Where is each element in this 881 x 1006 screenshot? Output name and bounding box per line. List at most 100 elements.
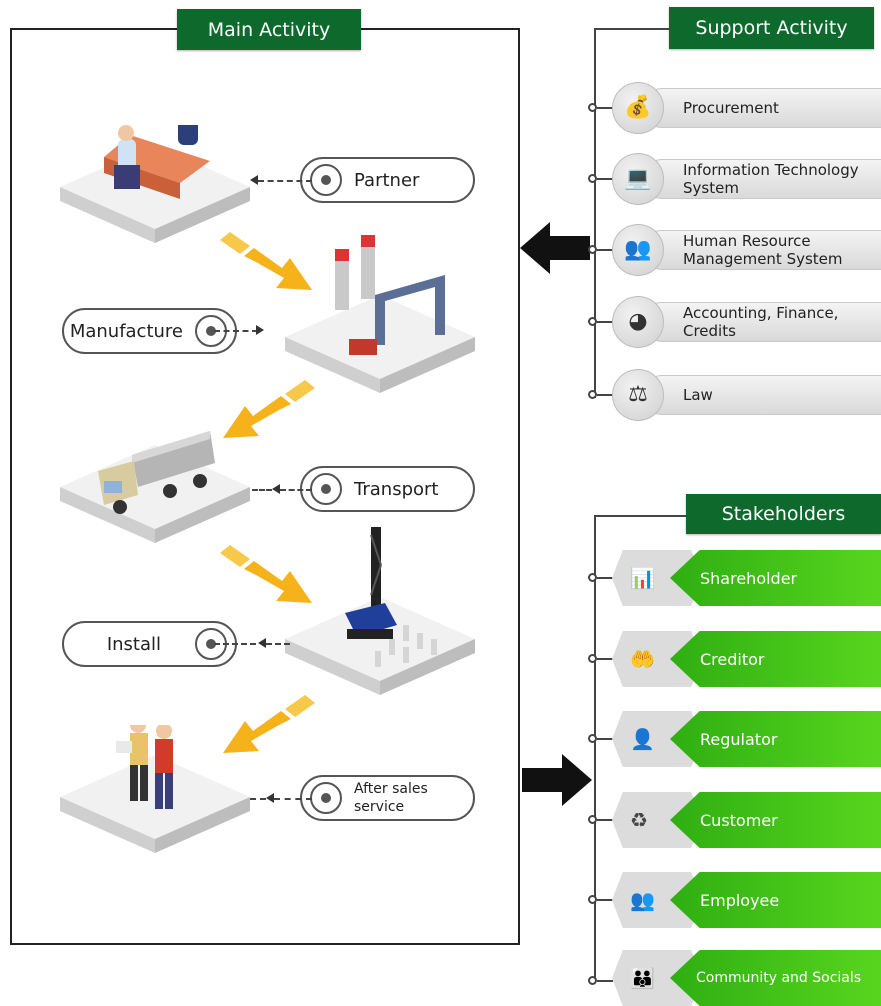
stakeholder-label-bar: Regulator bbox=[670, 711, 881, 767]
stakeholders-spine bbox=[594, 515, 596, 981]
stakeholder-employee: 👥 Employee bbox=[612, 872, 881, 928]
stakeholder-label: Creditor bbox=[700, 649, 765, 669]
connector-tick bbox=[597, 819, 613, 821]
stakeholders-header: Stakeholders bbox=[686, 494, 881, 534]
support-item-icon-badge: 💻 bbox=[612, 153, 664, 205]
network-people-icon: 👪 bbox=[630, 966, 655, 990]
dashed-connector bbox=[274, 798, 312, 800]
transport-pill: Transport bbox=[300, 466, 475, 512]
partner-pill: Partner bbox=[300, 157, 475, 203]
support-item-icon-badge: 💰 bbox=[612, 82, 664, 134]
stakeholder-regulator: 👤 Regulator bbox=[612, 711, 881, 767]
support-item-label-line-2: System bbox=[683, 179, 739, 197]
presenter-icon: 👤 bbox=[630, 727, 655, 751]
connector-dot-icon bbox=[588, 976, 597, 985]
stakeholder-label-bar: Employee bbox=[670, 872, 881, 928]
connector-dot-icon bbox=[588, 390, 597, 399]
support-to-main-arrow-icon bbox=[520, 222, 590, 278]
support-item-bar: Procurement bbox=[642, 88, 881, 128]
support-item-icon-badge: ⚖ bbox=[612, 369, 664, 421]
support-header-line bbox=[594, 28, 669, 30]
flow-arrow-icon bbox=[220, 545, 315, 605]
stakeholder-icon-badge: 👥 bbox=[612, 872, 702, 928]
dashed-connector bbox=[280, 489, 312, 491]
arrow-left-icon bbox=[258, 638, 266, 648]
arrow-left-icon bbox=[250, 175, 258, 185]
support-item-text: Law bbox=[683, 376, 713, 414]
stakeholders-title: Stakeholders bbox=[721, 503, 846, 525]
dashed-connector bbox=[214, 643, 256, 645]
support-item-label: Law bbox=[683, 386, 713, 404]
connector-dot-icon bbox=[588, 654, 597, 663]
connector-knob-icon bbox=[310, 473, 342, 505]
dashed-connector bbox=[252, 489, 272, 491]
support-spine bbox=[594, 28, 596, 398]
stakeholder-label: Customer bbox=[700, 810, 778, 830]
support-item-icon-badge: ◕ bbox=[612, 296, 664, 348]
pie-chart-icon: ◕ bbox=[628, 309, 648, 334]
support-activity-title: Support Activity bbox=[695, 17, 848, 39]
connector-knob-icon bbox=[310, 164, 342, 196]
flow-arrow-icon bbox=[220, 232, 315, 292]
connector-dot-icon bbox=[588, 174, 597, 183]
people-money-icon: 👥 bbox=[624, 237, 652, 262]
dashed-connector bbox=[258, 180, 312, 182]
main-activity-title: Main Activity bbox=[207, 18, 331, 41]
support-item-label-line-1: Information Technology bbox=[683, 161, 859, 179]
dashed-connector bbox=[250, 798, 266, 800]
support-item-label-line-1: Accounting, Finance, bbox=[683, 304, 839, 322]
connector-dot-icon bbox=[588, 317, 597, 326]
growth-chart-icon: 📊 bbox=[630, 566, 655, 590]
install-pill: Install bbox=[62, 621, 237, 667]
connector-dot-icon bbox=[588, 815, 597, 824]
support-item-bar: Accounting, Finance,Credits bbox=[642, 302, 881, 342]
hand-coin-icon: 🤲 bbox=[630, 647, 655, 671]
connector-tick bbox=[597, 107, 613, 109]
connector-dot-icon bbox=[588, 895, 597, 904]
stakeholder-label: Shareholder bbox=[700, 568, 798, 588]
after-sales-illustration bbox=[60, 725, 250, 853]
stakeholder-customer: ♻ Customer bbox=[612, 792, 881, 848]
connector-tick bbox=[597, 321, 613, 323]
support-item-icon-badge: 👥 bbox=[612, 224, 664, 276]
support-item-accounting: Accounting, Finance,Credits ◕ bbox=[612, 296, 881, 348]
stakeholders-header-line bbox=[594, 515, 686, 517]
arrow-left-icon bbox=[266, 793, 274, 803]
support-item-text: Accounting, Finance,Credits bbox=[683, 303, 838, 341]
manufacture-label: Manufacture bbox=[69, 320, 183, 342]
support-item-bar: Law bbox=[642, 375, 881, 415]
connector-tick bbox=[597, 249, 613, 251]
connector-tick bbox=[597, 738, 613, 740]
arrow-right-icon bbox=[256, 325, 264, 335]
stakeholder-shareholder: 📊 Shareholder bbox=[612, 550, 881, 606]
money-bag-icon: 💰 bbox=[624, 95, 652, 120]
scales-icon: ⚖ bbox=[628, 382, 648, 407]
stakeholder-community: 👪 Community and Socials bbox=[612, 950, 881, 1006]
support-item-label-line-1: Human Resource bbox=[683, 232, 811, 250]
connector-dot-icon bbox=[588, 734, 597, 743]
stakeholder-creditor: 🤲 Creditor bbox=[612, 631, 881, 687]
main-activity-frame bbox=[10, 28, 520, 945]
support-item-procurement: Procurement 💰 bbox=[612, 82, 881, 134]
connector-tick bbox=[597, 178, 613, 180]
main-to-stakeholders-arrow-icon bbox=[522, 754, 592, 810]
connector-tick bbox=[597, 980, 613, 982]
install-illustration bbox=[285, 525, 475, 695]
stakeholder-label: Community and Socials bbox=[696, 970, 862, 986]
install-label: Install bbox=[106, 633, 161, 655]
connector-tick bbox=[597, 899, 613, 901]
support-item-text: Procurement bbox=[683, 89, 779, 127]
support-item-label-line-2: Management System bbox=[683, 250, 843, 268]
connector-knob-icon bbox=[310, 782, 342, 814]
connector-dot-icon bbox=[588, 103, 597, 112]
group-icon: 👥 bbox=[630, 888, 655, 912]
partner-illustration bbox=[60, 125, 250, 245]
dashed-connector bbox=[214, 330, 258, 332]
transport-label: Transport bbox=[354, 478, 439, 500]
